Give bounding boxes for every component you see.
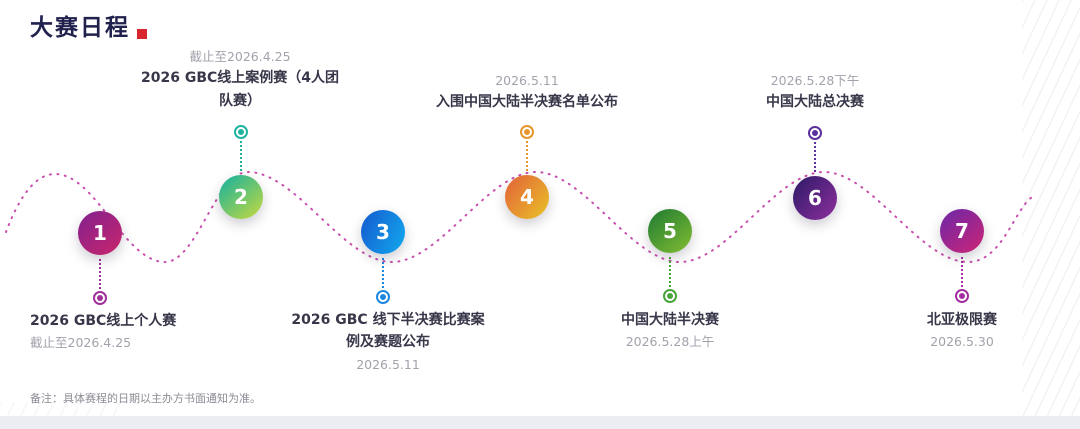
step-number: 5 [663,219,677,243]
event-title: 北亚极限赛 [927,312,997,328]
milestone-dot-icon [520,125,534,139]
connector-dotted-line [99,259,101,289]
step-number: 2 [234,185,248,209]
connector-dotted-line [382,258,384,288]
page-title-text: 大赛日程 [30,15,130,41]
event-date: 2026.5.11 [356,356,420,372]
connector-dotted-line [814,142,816,172]
step-number: 1 [93,221,107,245]
timeline-label: 2026 GBC线上个人赛 截止至2026.4.25 [30,310,200,354]
event-date: 2026.5.28上午 [625,334,715,350]
timeline-label: 2026.5.11 入围中国大陆半决赛名单公布 [417,70,637,114]
event-date: 2026.5.11 [495,73,559,88]
event-title: 2026 GBC 线下半决赛比赛案例及赛题公布 [291,312,485,351]
title-accent-square [137,29,147,39]
timeline-step-circle: 3 [361,210,405,254]
event-title: 中国大陆半决赛 [621,312,719,328]
right-stripes-decoration [1022,0,1080,416]
step-number: 3 [376,220,390,244]
event-date: 截止至2026.4.25 [189,49,291,64]
event-title: 2026 GBC线上案例赛（4人团队赛） [140,70,340,109]
event-date: 2026.5.28下午 [770,73,860,88]
event-title: 2026 GBC线上个人赛 [30,313,177,329]
timeline-step-circle: 5 [648,209,692,253]
event-date: 截止至2026.4.25 [30,335,132,351]
connector-dotted-line [526,141,528,171]
timeline-label: 截止至2026.4.25 2026 GBC线上案例赛（4人团队赛） [140,46,340,112]
step-number: 7 [955,219,969,243]
connector-dotted-line [240,141,242,171]
event-title: 入围中国大陆半决赛名单公布 [436,94,618,111]
timeline-label: 2026.5.28下午 中国大陆总决赛 [715,70,915,114]
connector-dotted-line [961,257,963,287]
milestone-dot-icon [234,125,248,139]
bottom-band-decoration [0,416,1080,429]
milestone-dot-icon [663,289,677,303]
milestone-dot-icon [376,290,390,304]
timeline-step-circle: 2 [219,175,263,219]
bottom-left-stripes-decoration [0,402,120,416]
milestone-dot-icon [955,289,969,303]
page-title: 大赛日程 [30,8,147,42]
timeline-label: 2026 GBC 线下半决赛比赛案例及赛题公布 2026.5.11 [288,309,488,375]
timeline-label: 中国大陆半决赛 2026.5.28上午 [580,309,760,353]
step-number: 6 [808,186,822,210]
event-title: 中国大陆总决赛 [766,94,864,111]
milestone-dot-icon [93,291,107,305]
milestone-dot-icon [808,126,822,140]
timeline-label: 北亚极限赛 2026.5.30 [872,309,1052,353]
timeline-step-circle: 1 [78,211,122,255]
footer-note: 备注：具体赛程的日期以主办方书面通知为准。 [30,392,261,405]
timeline-step-circle: 4 [505,175,549,219]
timeline-step-circle: 6 [793,176,837,220]
step-number: 4 [520,185,534,209]
timeline-step-circle: 7 [940,209,984,253]
event-date: 2026.5.30 [930,334,994,350]
connector-dotted-line [669,257,671,287]
